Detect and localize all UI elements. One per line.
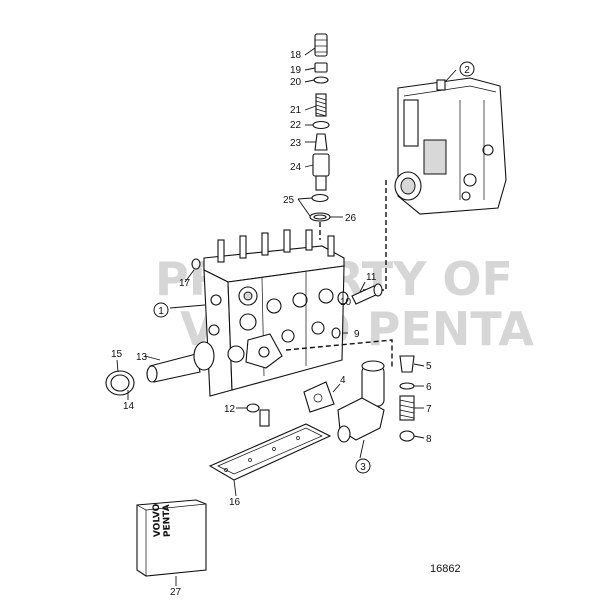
callout-18: 18 (290, 50, 302, 61)
governor-housing (394, 77, 507, 215)
injection-pump-body (203, 229, 345, 397)
delivery-valve-stack (309, 33, 331, 222)
callout-circle-2 (459, 61, 475, 77)
screw-12 (246, 403, 270, 427)
callout-11: 11 (366, 272, 377, 283)
callout-25: 25 (283, 195, 295, 206)
callout-24: 24 (290, 162, 302, 173)
callout-3: 3 (360, 462, 366, 473)
callout-10: 10 (340, 297, 352, 308)
callout-21: 21 (290, 105, 302, 116)
callout-4: 4 (340, 375, 346, 386)
callout-23: 23 (290, 138, 302, 149)
callout-5: 5 (426, 361, 432, 372)
callout-26: 26 (345, 213, 357, 224)
leader-governor-to-pump (362, 180, 387, 291)
leader-pump-to-feedpump (285, 339, 393, 368)
washer-17 (191, 258, 201, 270)
callout-6: 6 (426, 382, 432, 393)
callout-19: 19 (290, 65, 302, 76)
callout-2: 2 (464, 65, 470, 76)
callout-7: 7 (426, 404, 432, 415)
callout-labels: 1 2 3 4 5 6 7 8 9 10 11 12 13 14 15 16 1… (111, 50, 475, 598)
callout-circle-3 (355, 458, 371, 474)
instruction-box-27: VOLVO PENTA (136, 499, 207, 577)
callout-27: 27 (170, 587, 182, 598)
seal-ring (105, 370, 135, 396)
gasket-4 (303, 381, 335, 413)
feed-pump-parts (399, 355, 415, 442)
callout-9: 9 (354, 329, 360, 340)
gasket-16 (208, 423, 332, 481)
box-brand-line-1: VOLVO (152, 503, 163, 537)
callout-13: 13 (136, 352, 148, 363)
screw-11 (337, 283, 383, 305)
callout-circle-1 (153, 302, 169, 318)
callout-22: 22 (290, 120, 302, 131)
callout-12: 12 (224, 404, 236, 415)
callout-16: 16 (229, 497, 241, 508)
callout-17: 17 (179, 278, 191, 289)
leader-lines (116, 47, 457, 586)
drawing-number: 16862 (430, 563, 461, 575)
drive-shaft (146, 341, 215, 383)
box-brand-line-2: PENTA (162, 504, 173, 537)
callout-14: 14 (123, 401, 135, 412)
washer-9 (331, 327, 341, 339)
callout-20: 20 (290, 77, 302, 88)
callout-1: 1 (158, 306, 164, 317)
callout-15: 15 (111, 349, 123, 360)
feed-pump-3 (337, 360, 385, 443)
callout-8: 8 (426, 434, 432, 445)
top-studs (217, 229, 335, 263)
